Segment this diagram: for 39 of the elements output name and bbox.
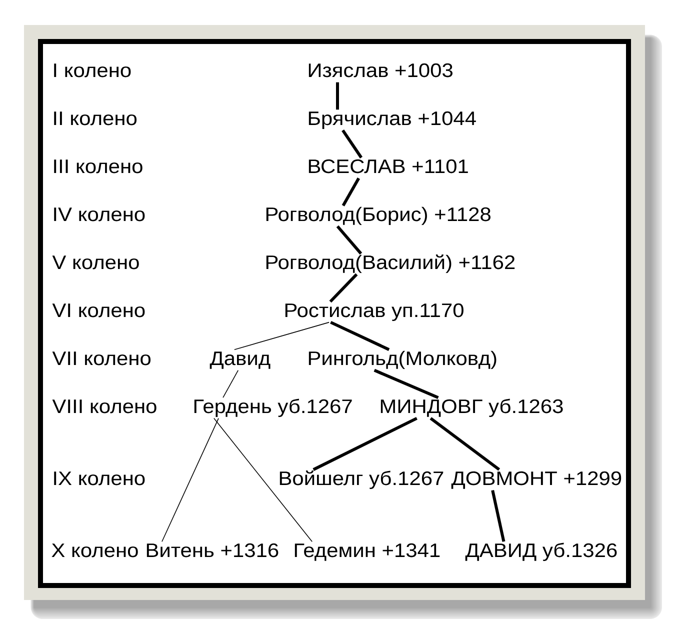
person-label: МИНДОВГ уб.1263 — [380, 398, 563, 418]
connector-line — [234, 322, 330, 350]
person-label: ДАВИД уб.1326 — [465, 542, 617, 562]
generation-label: II колено — [54, 112, 137, 126]
person-label: ВСЕСЛАВ +1101 — [308, 159, 468, 174]
connector-line — [214, 418, 312, 542]
generation-label: IX колено — [54, 472, 145, 486]
generation-label: III колено — [54, 160, 142, 174]
generation-label: VII колено — [52, 352, 151, 366]
person-label: Витень +1316 — [146, 543, 278, 558]
generation-label: VIII колено — [52, 400, 156, 414]
person-label: Брячислав +1044 — [308, 111, 476, 130]
person-label: Рогволод(Борис) +1128 — [266, 206, 490, 226]
connector-line — [430, 417, 500, 471]
connector-line — [342, 129, 363, 158]
generation-label: V колено — [52, 256, 139, 270]
connector-line — [491, 490, 506, 542]
person-label: Рогволод(Василий) +1162 — [266, 254, 515, 274]
person-label: Давид — [210, 352, 270, 369]
generation-label: X колено — [52, 544, 138, 558]
connector-line — [222, 370, 239, 398]
person-label: Гердень уб.1267 — [194, 398, 352, 418]
connector-line — [330, 320, 390, 351]
connector-line — [336, 225, 362, 255]
connector-line — [342, 178, 360, 206]
connector-line — [374, 368, 439, 399]
connector-line — [336, 82, 339, 110]
person-label: ДОВМОНТ +1299 — [451, 471, 622, 489]
person-label: Гедемин +1341 — [294, 543, 440, 561]
generation-label: VI колено — [52, 304, 145, 318]
person-label: Изяслав +1003 — [308, 63, 452, 78]
person-label: Рингольд(Молковд) — [308, 350, 496, 370]
generation-label: IV колено — [54, 208, 145, 222]
connector-line — [312, 416, 418, 471]
connector-line — [329, 273, 358, 303]
generation-label: I колено — [54, 64, 131, 78]
person-label: Ростислав уп.1170 — [285, 303, 464, 322]
connector-line — [162, 418, 219, 542]
person-label: Войшелг уб.1267 — [280, 470, 444, 490]
